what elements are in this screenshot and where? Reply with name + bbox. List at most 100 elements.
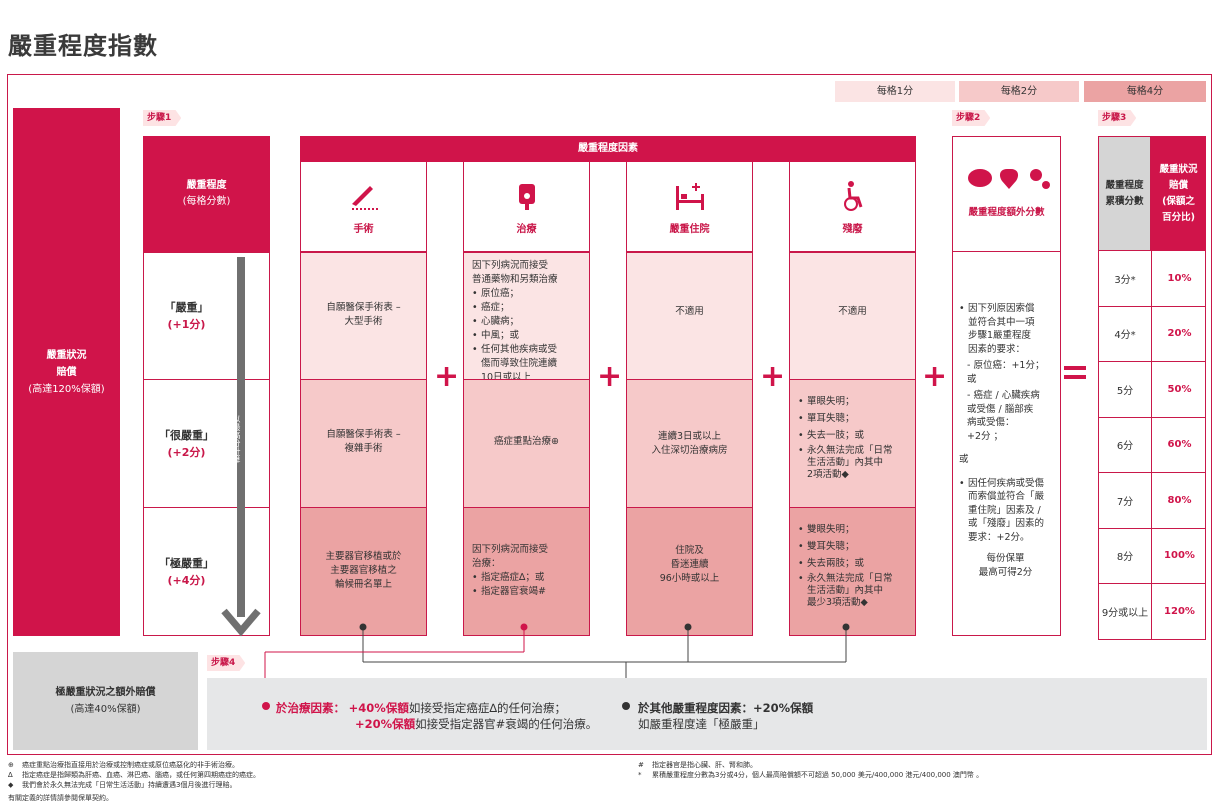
- pct-cell: 80%: [1167, 494, 1192, 506]
- hospital-r1: 不適用: [626, 252, 753, 380]
- panel-line3: (高達120%保額): [28, 383, 105, 395]
- severity-r3-points: (+4分): [167, 573, 206, 587]
- payout-header: 嚴重狀況 賠償 (保額之 百分比): [1151, 136, 1206, 251]
- step2-dash1: - 原位癌：+1分；或: [967, 360, 1045, 385]
- list-item: 指定器官衰竭#: [472, 585, 581, 599]
- heart-icon: [999, 169, 1018, 189]
- footnote: 累積嚴重程度分數為3分或4分，個人最高賠償額不可超過 50,000 美元/400…: [652, 771, 984, 779]
- hospital-r2: 連續3日或以上 入住深切治療病房: [626, 379, 753, 508]
- score-cell: 9分或以上: [1099, 584, 1152, 639]
- list-item: 中風；或: [472, 329, 581, 343]
- severe-condition-panel: 嚴重狀況 賠償 (高達120%保額): [13, 108, 120, 636]
- bottom-left2: (高達40%保額): [70, 704, 141, 715]
- score-cell: 7分: [1099, 473, 1152, 528]
- list-item: 永久無法完成「日常 生活活動」內其中 2項活動◆: [798, 445, 907, 481]
- treatment-r2: 癌症重點治療⊕: [463, 379, 590, 508]
- pct-cell: 100%: [1164, 550, 1195, 562]
- list-item: 任何其他疾病或受 傷而導致住院連續 10日或以上: [472, 343, 581, 385]
- list-item: 永久無法完成「日常 生活活動」內其中 最少3項活動◆: [798, 573, 907, 609]
- table-row: 4分*20%: [1098, 306, 1206, 362]
- bullet-dot: [262, 702, 270, 710]
- score-cell: 8分: [1099, 528, 1152, 583]
- bullet-dot: [622, 702, 630, 710]
- treatment-r1: 因下列病況而接受 普通藥物和另類治療 原位癌； 癌症； 心臟病； 中風；或 任何…: [463, 252, 590, 383]
- footnote: 指定癌症是指歸類為肝癌、血癌、淋巴癌、腦癌，或任何第四期癌症的癌症。: [22, 771, 260, 779]
- o-head: 於其他嚴重程度因素：+20%保額: [638, 701, 814, 715]
- pct-cell: 120%: [1164, 605, 1195, 617]
- disability-header: 殘廢: [789, 162, 916, 252]
- table-row: 3分*10%: [1098, 251, 1206, 307]
- legend-per1: 每格1分: [835, 81, 955, 102]
- list-item: 原位癌；: [472, 287, 581, 301]
- list-item: 單眼失明；: [798, 394, 907, 409]
- hospital-header: 嚴重住院: [626, 162, 753, 252]
- step2-dash2: - 癌症 / 心臟疾病 或受傷 / 腦部疾 病或受傷： +2分 ；: [967, 390, 1040, 442]
- list-item: 單耳失聰；: [798, 411, 907, 426]
- footnote-symbol: ◆: [8, 781, 14, 789]
- factors-title: 嚴重程度因素: [300, 136, 916, 162]
- footnote-symbol: #: [638, 761, 644, 769]
- severity-header: 嚴重程度 (每格分數): [143, 136, 270, 252]
- content-frame: [7, 74, 1212, 755]
- disability-label: 殘廢: [842, 224, 863, 235]
- severity-r1-label: 「嚴重」: [164, 301, 209, 314]
- treatment-header: 治療: [463, 162, 590, 252]
- t1-rest: 如接受指定癌症∆的任何治療；: [408, 701, 567, 715]
- plus-icon: +: [597, 359, 623, 394]
- pct-cell: 60%: [1167, 439, 1192, 451]
- hospital-r3: 住院及 昏迷連續 96小時或以上: [626, 507, 753, 636]
- treatment-label: 治療: [516, 224, 537, 235]
- treatment-r1-intro: 因下列病況而接受 普通藥物和另類治療: [472, 260, 558, 285]
- other-extra: 於其他嚴重程度因素：+20%保額 如嚴重程度達「極嚴重」: [638, 700, 813, 732]
- surgery-header: 手術: [300, 162, 427, 252]
- severity-row-extreme: 「極嚴重」 (+4分): [143, 507, 270, 636]
- plus-icon: +: [760, 359, 786, 394]
- score-cell: 4分*: [1099, 306, 1152, 361]
- surgery-r3: 主要器官移植或於 主要器官移植之 輪候冊名單上: [300, 507, 427, 636]
- footnote-symbol: ∆: [8, 771, 13, 779]
- bottom-left1: 極嚴重狀況之額外賠償: [55, 687, 156, 698]
- treatment-r3: 因下列病況而接受 治療： 指定癌症∆；或 指定器官衰竭#: [463, 507, 590, 636]
- treatment-extra: 於治療因素： +40%保額如接受指定癌症∆的任何治療； +20%保額如接受指定器…: [276, 700, 597, 732]
- step2-header: 嚴重程度額外分數: [953, 137, 1060, 252]
- list-item: 失去一肢；或: [798, 428, 907, 443]
- plus-icon: +: [434, 359, 460, 394]
- scalpel-icon: [351, 186, 380, 210]
- footnote-symbol: *: [638, 771, 642, 779]
- step2-max: 每份保單 最高可得2分: [978, 553, 1033, 578]
- disability-r3: 雙眼失明； 雙耳失聰； 失去兩肢；或 永久無法完成「日常 生活活動」內其中 最少…: [789, 507, 916, 636]
- footnote-symbol: ⊕: [8, 761, 14, 769]
- step2-extra-points: 嚴重程度額外分數 因下列原因索償 並符合其中一項 步驟1嚴重程度 因素的要求： …: [952, 136, 1061, 636]
- severity-r2-label: 「很嚴重」: [159, 428, 214, 442]
- disability-r1: 不適用: [789, 252, 916, 380]
- equals-icon: [1064, 366, 1086, 382]
- list-item: 雙眼失明；: [798, 522, 907, 537]
- footnotes-right: # 指定器官是指心臟、肝、腎和肺。 * 累積嚴重程度分數為3分或4分，個人最高賠償額…: [638, 760, 1218, 780]
- list-item: 雙耳失聰；: [798, 539, 907, 554]
- score-cell: 5分: [1099, 362, 1152, 417]
- legend-per2: 每格2分: [959, 81, 1079, 102]
- list-item: 癌症；: [472, 301, 581, 315]
- step1-tag: 步驟1: [143, 110, 182, 126]
- surgery-r1: 自願醫保手術表 – 大型手術: [300, 252, 427, 380]
- pct-cell: 10%: [1167, 272, 1192, 284]
- hospital-bed-icon: [675, 183, 704, 210]
- step2-d1: 原位癌：+1分；或: [967, 360, 1045, 385]
- step3-tag: 步驟3: [1098, 110, 1137, 126]
- severity-head1: 嚴重程度: [186, 180, 227, 191]
- footnote: 指定器官是指心臟、肝、腎和肺。: [652, 761, 757, 769]
- step2-or: 或: [959, 454, 969, 465]
- treatment-r3-intro: 因下列病況而接受 治療：: [472, 544, 549, 569]
- list-item: 指定癌症∆；或: [472, 571, 581, 585]
- o-rest: 如嚴重程度達「極嚴重」: [638, 717, 765, 731]
- footnote: 癌症重點治療指直接用於治療或控制癌症或原位癌惡化的非手術治療。: [22, 761, 239, 769]
- table-row: 9分或以上 120%: [1098, 584, 1206, 640]
- t1-strong: +40%保額: [348, 701, 409, 715]
- page-title: 嚴重程度指數: [8, 32, 158, 60]
- hospital-label: 嚴重住院: [669, 224, 710, 235]
- brain-icon: [967, 169, 992, 187]
- disability-r2: 單眼失明； 單耳失聰； 失去一肢；或 永久無法完成「日常 生活活動」內其中 2項…: [789, 379, 916, 508]
- severity-r1-points: (+1分): [167, 318, 206, 331]
- t2-strong: +20%保額: [355, 717, 416, 731]
